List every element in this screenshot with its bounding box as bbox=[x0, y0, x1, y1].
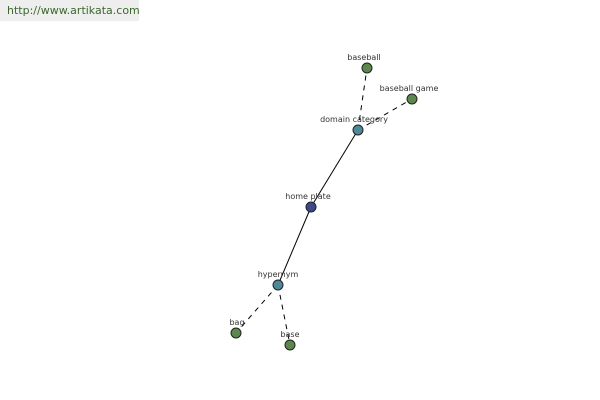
node-marker-base[interactable] bbox=[284, 339, 296, 351]
node-domain-category[interactable]: domain category bbox=[320, 115, 388, 136]
node-base[interactable]: base bbox=[280, 330, 300, 351]
node-home-plate[interactable]: home plate bbox=[285, 192, 331, 213]
edge-domain-category-to-baseball bbox=[357, 67, 368, 131]
node-label-hypernym: hypernym bbox=[258, 270, 299, 279]
node-baseball-game[interactable]: baseball game bbox=[380, 84, 439, 105]
edge-home-plate-to-hypernym bbox=[277, 206, 312, 286]
node-marker-baseball-game[interactable] bbox=[406, 93, 418, 105]
node-label-baseball-game: baseball game bbox=[380, 84, 439, 93]
node-marker-home-plate[interactable] bbox=[305, 201, 317, 213]
node-label-domain-category: domain category bbox=[320, 115, 388, 124]
edge-hypernym-to-bag bbox=[235, 284, 279, 334]
edges-layer bbox=[235, 67, 413, 346]
node-marker-domain-category[interactable] bbox=[352, 124, 364, 136]
node-baseball[interactable]: baseball bbox=[347, 53, 381, 74]
node-bag[interactable]: bag bbox=[229, 318, 245, 339]
node-marker-hypernym[interactable] bbox=[272, 279, 284, 291]
node-label-baseball: baseball bbox=[347, 53, 381, 62]
node-label-base: base bbox=[280, 330, 299, 339]
node-marker-baseball[interactable] bbox=[361, 62, 373, 74]
node-marker-bag[interactable] bbox=[230, 327, 242, 339]
nodes-layer: baseball baseball game domain category home… bbox=[229, 53, 439, 351]
edge-home-plate-to-domain-category bbox=[310, 129, 359, 208]
edge-hypernym-to-base bbox=[277, 284, 291, 346]
edge-domain-category-to-baseball-game bbox=[357, 98, 413, 131]
node-hypernym[interactable]: hypernym bbox=[258, 270, 299, 291]
node-label-bag: bag bbox=[229, 318, 244, 327]
site-watermark[interactable]: http://www.artikata.com bbox=[0, 0, 140, 21]
node-label-home-plate: home plate bbox=[285, 192, 331, 201]
